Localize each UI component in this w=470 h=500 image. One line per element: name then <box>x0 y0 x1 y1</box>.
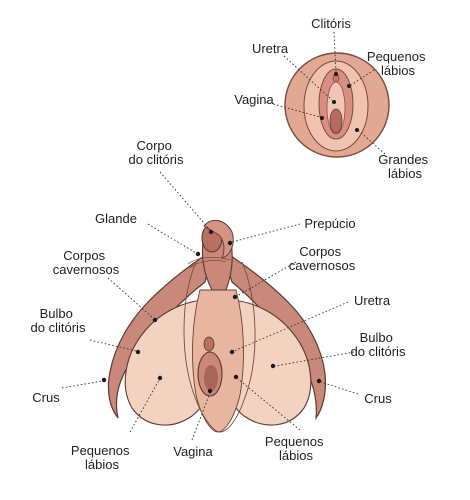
inset-vaginal-opening <box>329 108 343 134</box>
label-corpos-right: Corpos cavernosos <box>289 244 356 273</box>
label-prepucio: Prepúcio <box>304 216 355 231</box>
dot-pequenos-right <box>233 374 239 380</box>
label-bulbo-left: Bulbo do clitóris <box>31 306 86 335</box>
label-corpos-left: Corpos cavernosos <box>53 248 120 277</box>
label-glande: Glande <box>95 211 137 226</box>
urethral-opening-shape <box>203 336 215 352</box>
prepucio-shape <box>203 219 234 259</box>
label-pequenos-right: Pequenos lábios <box>265 434 327 463</box>
label-uretra-inset: Uretra <box>252 41 289 56</box>
suspensory-lines <box>187 256 231 269</box>
label-grandes-labios: Grandes lábios <box>378 152 432 181</box>
label-uretra: Uretra <box>354 293 391 308</box>
dot-pequenos-left <box>157 375 163 381</box>
dot-crus-left <box>101 377 107 383</box>
dot-prepucio <box>227 240 233 246</box>
dot-glande <box>195 251 201 257</box>
dot-vagina <box>207 388 213 394</box>
label-vagina: Vagina <box>173 444 213 459</box>
label-crus-left: Crus <box>32 390 60 405</box>
dot-bulbo-left <box>135 349 141 355</box>
dot-uretra <box>229 349 235 355</box>
inset-dot-grandes <box>355 128 359 132</box>
label-corpo-clitoris: Corpo do clitóris <box>129 138 184 167</box>
clitoris-structure <box>101 219 327 433</box>
label-vagina-inset: Vagina <box>234 92 274 107</box>
label-crus-right: Crus <box>364 391 392 406</box>
dot-corpos-left <box>152 317 158 323</box>
label-bulbo-right: Bulbo do clitóris <box>351 330 406 359</box>
label-pequenos-inset: Pequenos lábios <box>367 49 429 78</box>
dot-bulbo-right <box>270 363 276 369</box>
dot-crus-right <box>316 378 322 384</box>
leader-lines <box>61 31 386 441</box>
labia-outline <box>183 261 256 433</box>
dot-corpo <box>208 229 214 235</box>
vulva-inset <box>284 52 390 158</box>
inset-dot-uretra <box>332 100 336 104</box>
labels: Clitóris Uretra Pequenos lábios Vagina G… <box>31 16 432 472</box>
label-clitoris: Clitóris <box>311 16 351 31</box>
inset-dot-pequenos <box>347 84 351 88</box>
vaginal-inner <box>204 365 218 391</box>
inset-dot-clitoris <box>334 72 338 76</box>
dot-corpos-right <box>232 294 238 300</box>
inset-dot-vagina <box>320 116 324 120</box>
label-pequenos-left: Pequenos lábios <box>71 443 133 472</box>
